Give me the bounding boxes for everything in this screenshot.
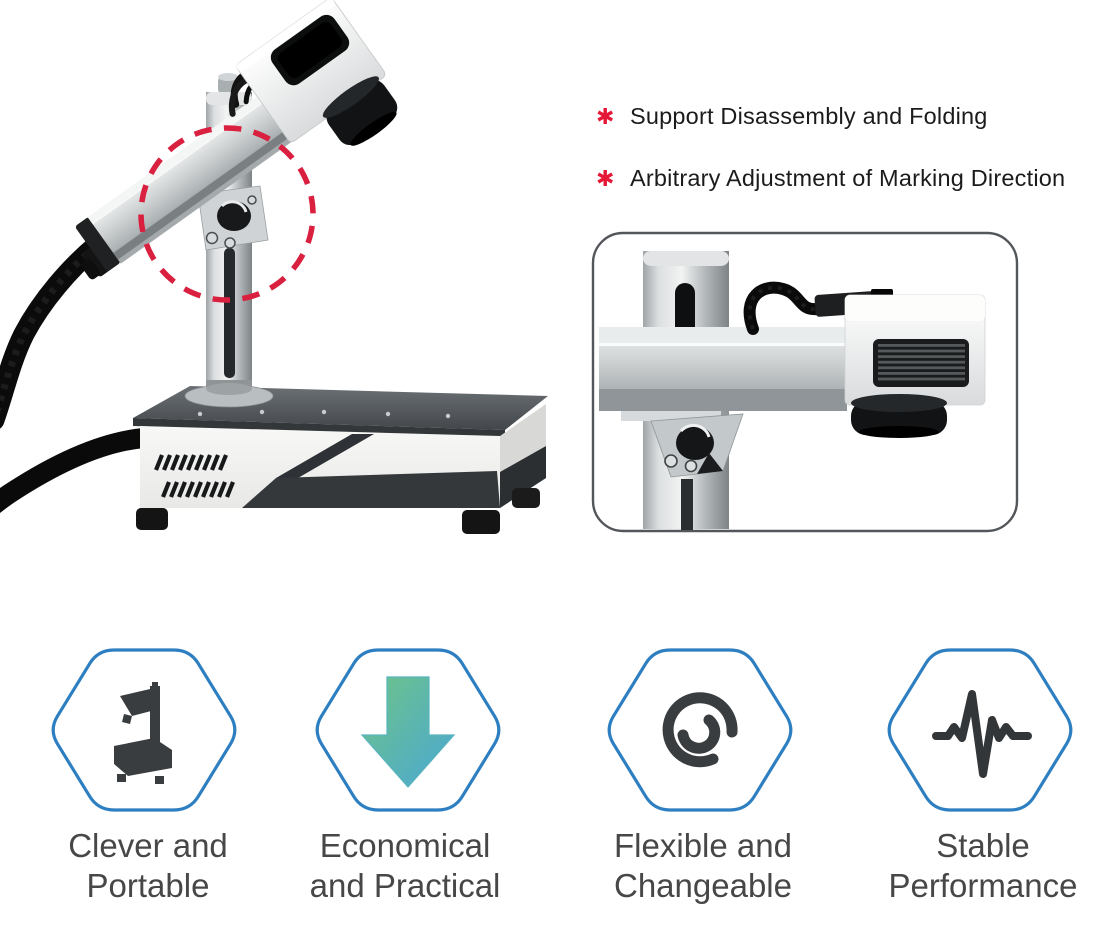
base-cable	[0, 428, 154, 513]
bullet-text: Support Disassembly and Folding	[630, 103, 988, 129]
feature-tile-hexagon	[887, 648, 1073, 812]
tile-label-line: Economical	[319, 827, 491, 864]
tile-label-line: Changeable	[614, 867, 792, 904]
bullet-text: Arbitrary Adjustment of Marking Directio…	[630, 165, 1066, 191]
marking-machine-icon	[114, 682, 172, 784]
asterisk-icon: ✱	[596, 165, 615, 191]
tile-label: Economical and Practical	[275, 826, 535, 906]
tile-label-line: Stable	[936, 827, 1030, 864]
hexagon-border	[51, 648, 237, 812]
inset-lens-barrel	[851, 394, 947, 438]
machine-photo-illustration	[0, 0, 548, 534]
closeup-photo-illustration	[591, 231, 1019, 533]
tile-label-line: and Practical	[309, 867, 501, 904]
vent-slats	[154, 454, 235, 498]
tile-label: Flexible and Changeable	[573, 826, 833, 906]
dashed-highlight-circle	[138, 125, 316, 303]
hexagon-border	[607, 648, 793, 812]
down-arrow-icon	[360, 676, 456, 788]
feature-bullet: ✱ Arbitrary Adjustment of Marking Direct…	[596, 164, 1065, 193]
pulse-wave-icon	[932, 690, 1032, 778]
tile-label-line: Portable	[86, 867, 210, 904]
pivot-bracket	[197, 185, 269, 251]
tile-label: Stable Performance	[853, 826, 1111, 906]
feature-bullet: ✱ Support Disassembly and Folding	[596, 102, 1065, 131]
inset-galvo-head	[844, 294, 986, 438]
inset-bracket	[650, 413, 744, 478]
machine-base	[133, 386, 548, 534]
tile-label-line: Flexible and	[614, 827, 792, 864]
tile-label-line: Performance	[888, 867, 1078, 904]
feature-tile-hexagon	[607, 648, 793, 812]
laser-rail-assembly	[75, 0, 398, 280]
inset-arm	[599, 327, 847, 411]
feature-tile-hexagon	[315, 648, 501, 812]
tile-label-line: Clever and	[68, 827, 228, 864]
asterisk-icon: ✱	[596, 103, 615, 129]
laser-cable	[0, 235, 107, 429]
swirl-icon	[662, 692, 738, 768]
lens-barrel	[322, 76, 398, 146]
feature-bullets: ✱ Support Disassembly and Folding ✱ Arbi…	[596, 102, 1065, 226]
feature-tile-hexagon	[51, 648, 237, 812]
tile-label: Clever and Portable	[18, 826, 278, 906]
